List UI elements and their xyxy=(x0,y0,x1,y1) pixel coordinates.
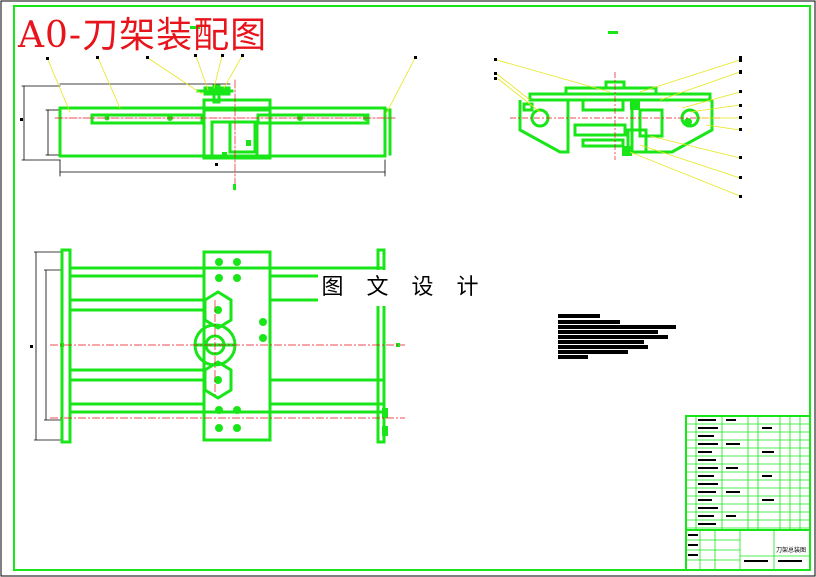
technical-requirements xyxy=(558,314,676,359)
title-block-name: 刀架总装图 xyxy=(776,547,807,554)
front-view xyxy=(20,54,417,193)
side-section-view xyxy=(494,56,742,198)
watermark-text: 图 文 设 计 xyxy=(318,270,490,306)
inner-border xyxy=(13,5,811,571)
top-view xyxy=(30,248,405,444)
title-block xyxy=(685,415,811,571)
drawing-title: A0-刀架装配图 xyxy=(18,15,268,56)
